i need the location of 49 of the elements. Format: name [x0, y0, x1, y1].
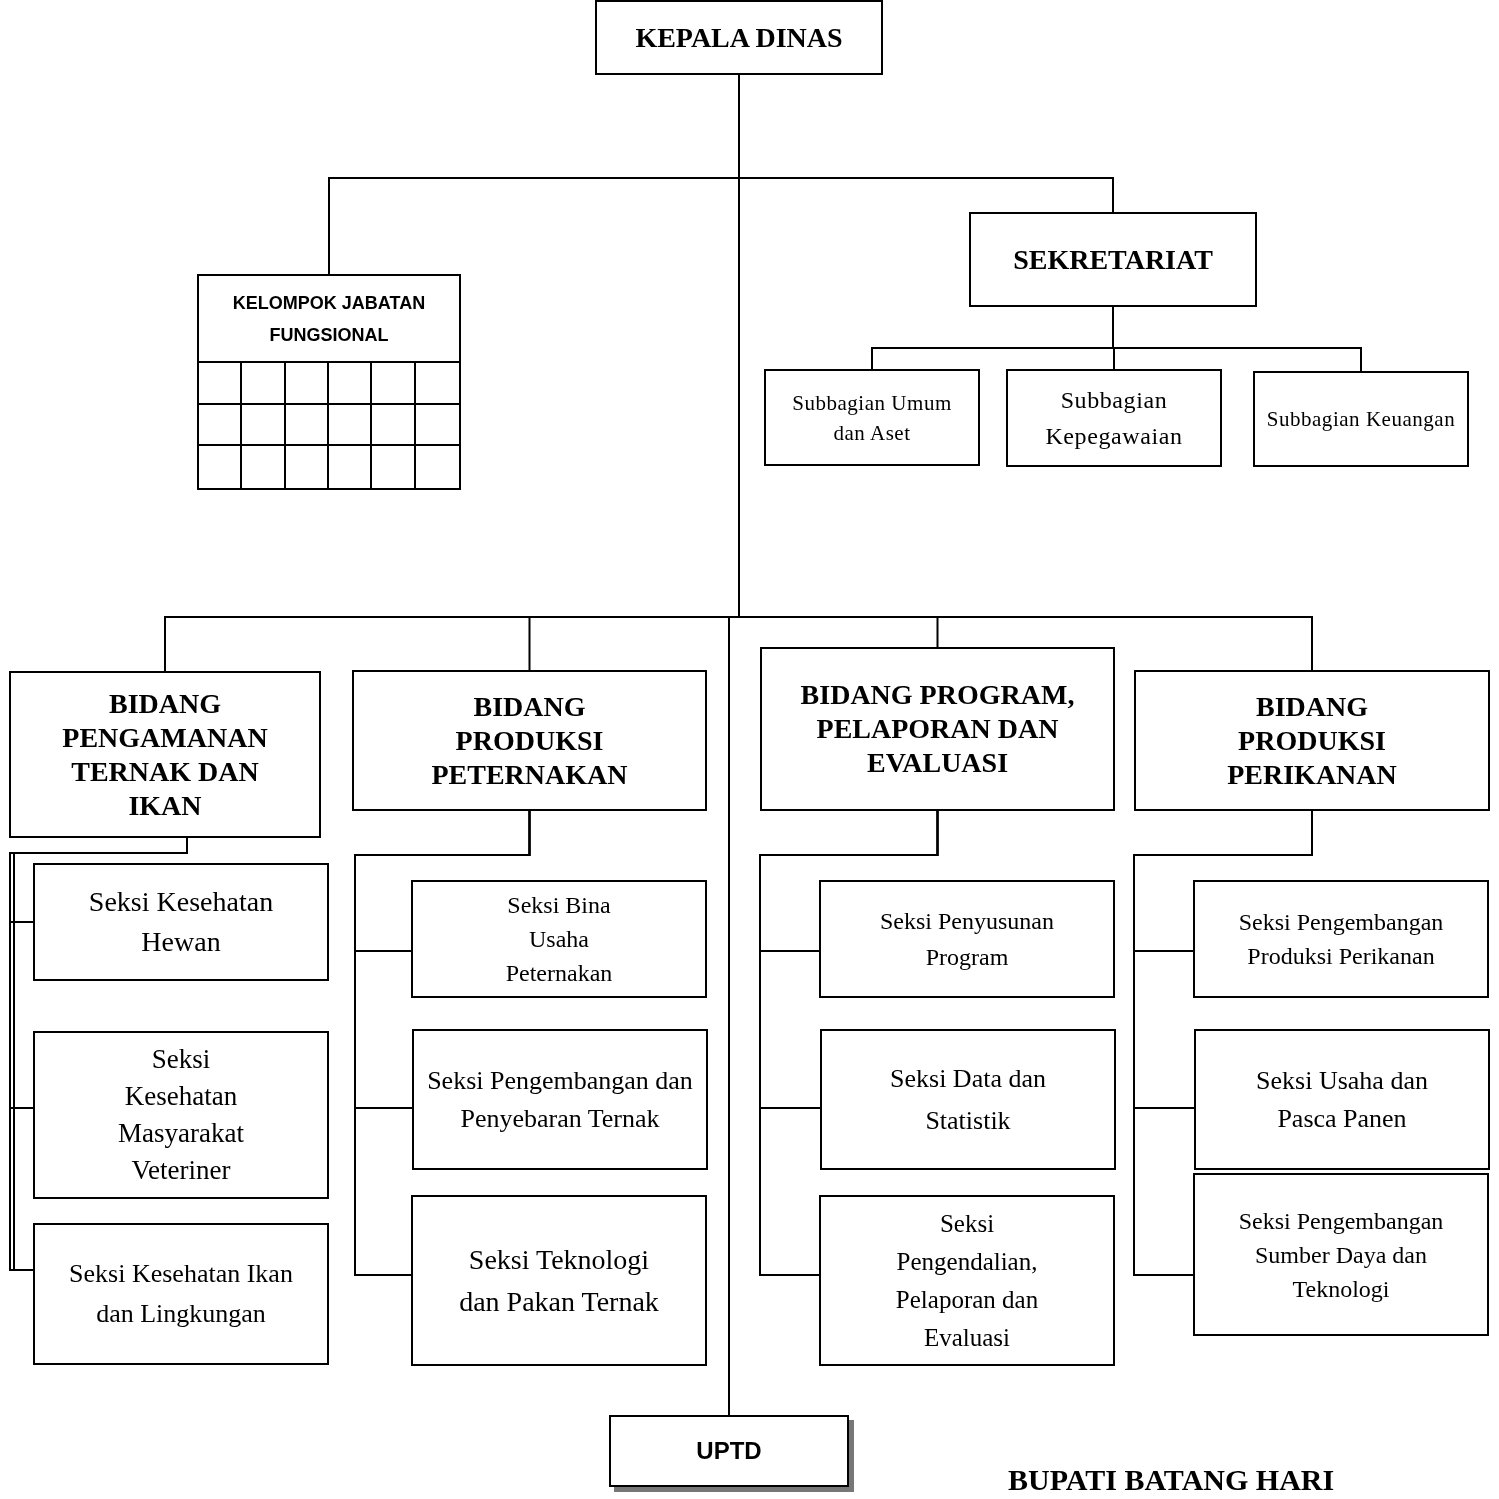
node-label: KELOMPOK JABATAN FUNGSIONAL	[231, 291, 427, 347]
node-label: Seksi Pengembangan Sumber Daya dan Teknologi	[1237, 1206, 1445, 1304]
unit-box	[1006, 369, 1222, 467]
division-box	[352, 670, 707, 811]
node-label: Seksi Pengendalian, Pelaporan dan Evaluasi	[894, 1208, 1040, 1353]
node-label: BIDANG PROGRAM, PELAPORAN DAN EVALUASI	[799, 678, 1076, 780]
division-box	[1134, 670, 1490, 811]
unit-box	[764, 369, 980, 466]
node-label: Seksi Usaha dan Pasca Panen	[1255, 1064, 1429, 1135]
node-label: Seksi Pengembangan Produksi Perikanan	[1237, 908, 1445, 971]
section-box	[33, 1031, 329, 1199]
section-box	[820, 1029, 1116, 1170]
node-label: Seksi Bina Usaha Peternakan	[504, 891, 614, 988]
node-label: Subbagian Umum dan Aset	[791, 389, 953, 447]
unit-box	[969, 212, 1257, 307]
node-label: Seksi Kesehatan Ikan dan Lingkungan	[68, 1258, 294, 1330]
node-label: Subbagian Keuangan	[1265, 406, 1457, 433]
unit-box	[1253, 371, 1469, 467]
node-label: Seksi Kesehatan Masyarakat Veteriner	[117, 1043, 245, 1187]
node-label: BIDANG PRODUKSI PERIKANAN	[1226, 689, 1398, 792]
section-box	[411, 880, 707, 998]
connector-line	[1112, 306, 1362, 372]
node-label: Seksi Kesehatan Hewan	[87, 885, 275, 959]
signature-title: BUPATI BATANG HARI	[1008, 1462, 1335, 1498]
node-label: BIDANG PENGAMANAN TERNAK DAN IKAN	[61, 686, 269, 823]
section-box	[819, 880, 1115, 998]
section-box	[1193, 1173, 1489, 1336]
connector-line	[759, 810, 939, 1276]
division-box	[9, 671, 321, 838]
node-label: Seksi Penyusunan Program	[879, 907, 1055, 972]
head-box	[595, 0, 883, 75]
section-box	[819, 1195, 1115, 1366]
section-box	[33, 1223, 329, 1365]
node-label: KEPALA DINAS	[634, 20, 844, 55]
node-label: SEKRETARIAT	[1012, 242, 1214, 277]
node-label: UPTD	[695, 1436, 763, 1466]
node-label: Seksi Data dan Statistik	[889, 1062, 1047, 1137]
section-box	[33, 863, 329, 981]
section-box	[1194, 1029, 1490, 1170]
section-box	[412, 1029, 708, 1170]
section-box	[411, 1195, 707, 1366]
node-label: Seksi Teknologi dan Pakan Ternak	[458, 1242, 660, 1319]
connector-line	[354, 810, 531, 1276]
node-label: BIDANG PRODUKSI PETERNAKAN	[430, 689, 629, 792]
node-label: Subbagian Kepegawaian	[1044, 386, 1184, 451]
group-box	[197, 274, 461, 490]
division-box	[760, 647, 1115, 811]
section-box	[1193, 880, 1489, 998]
node-label: Seksi Pengembangan dan Penyebaran Ternak	[426, 1064, 694, 1135]
